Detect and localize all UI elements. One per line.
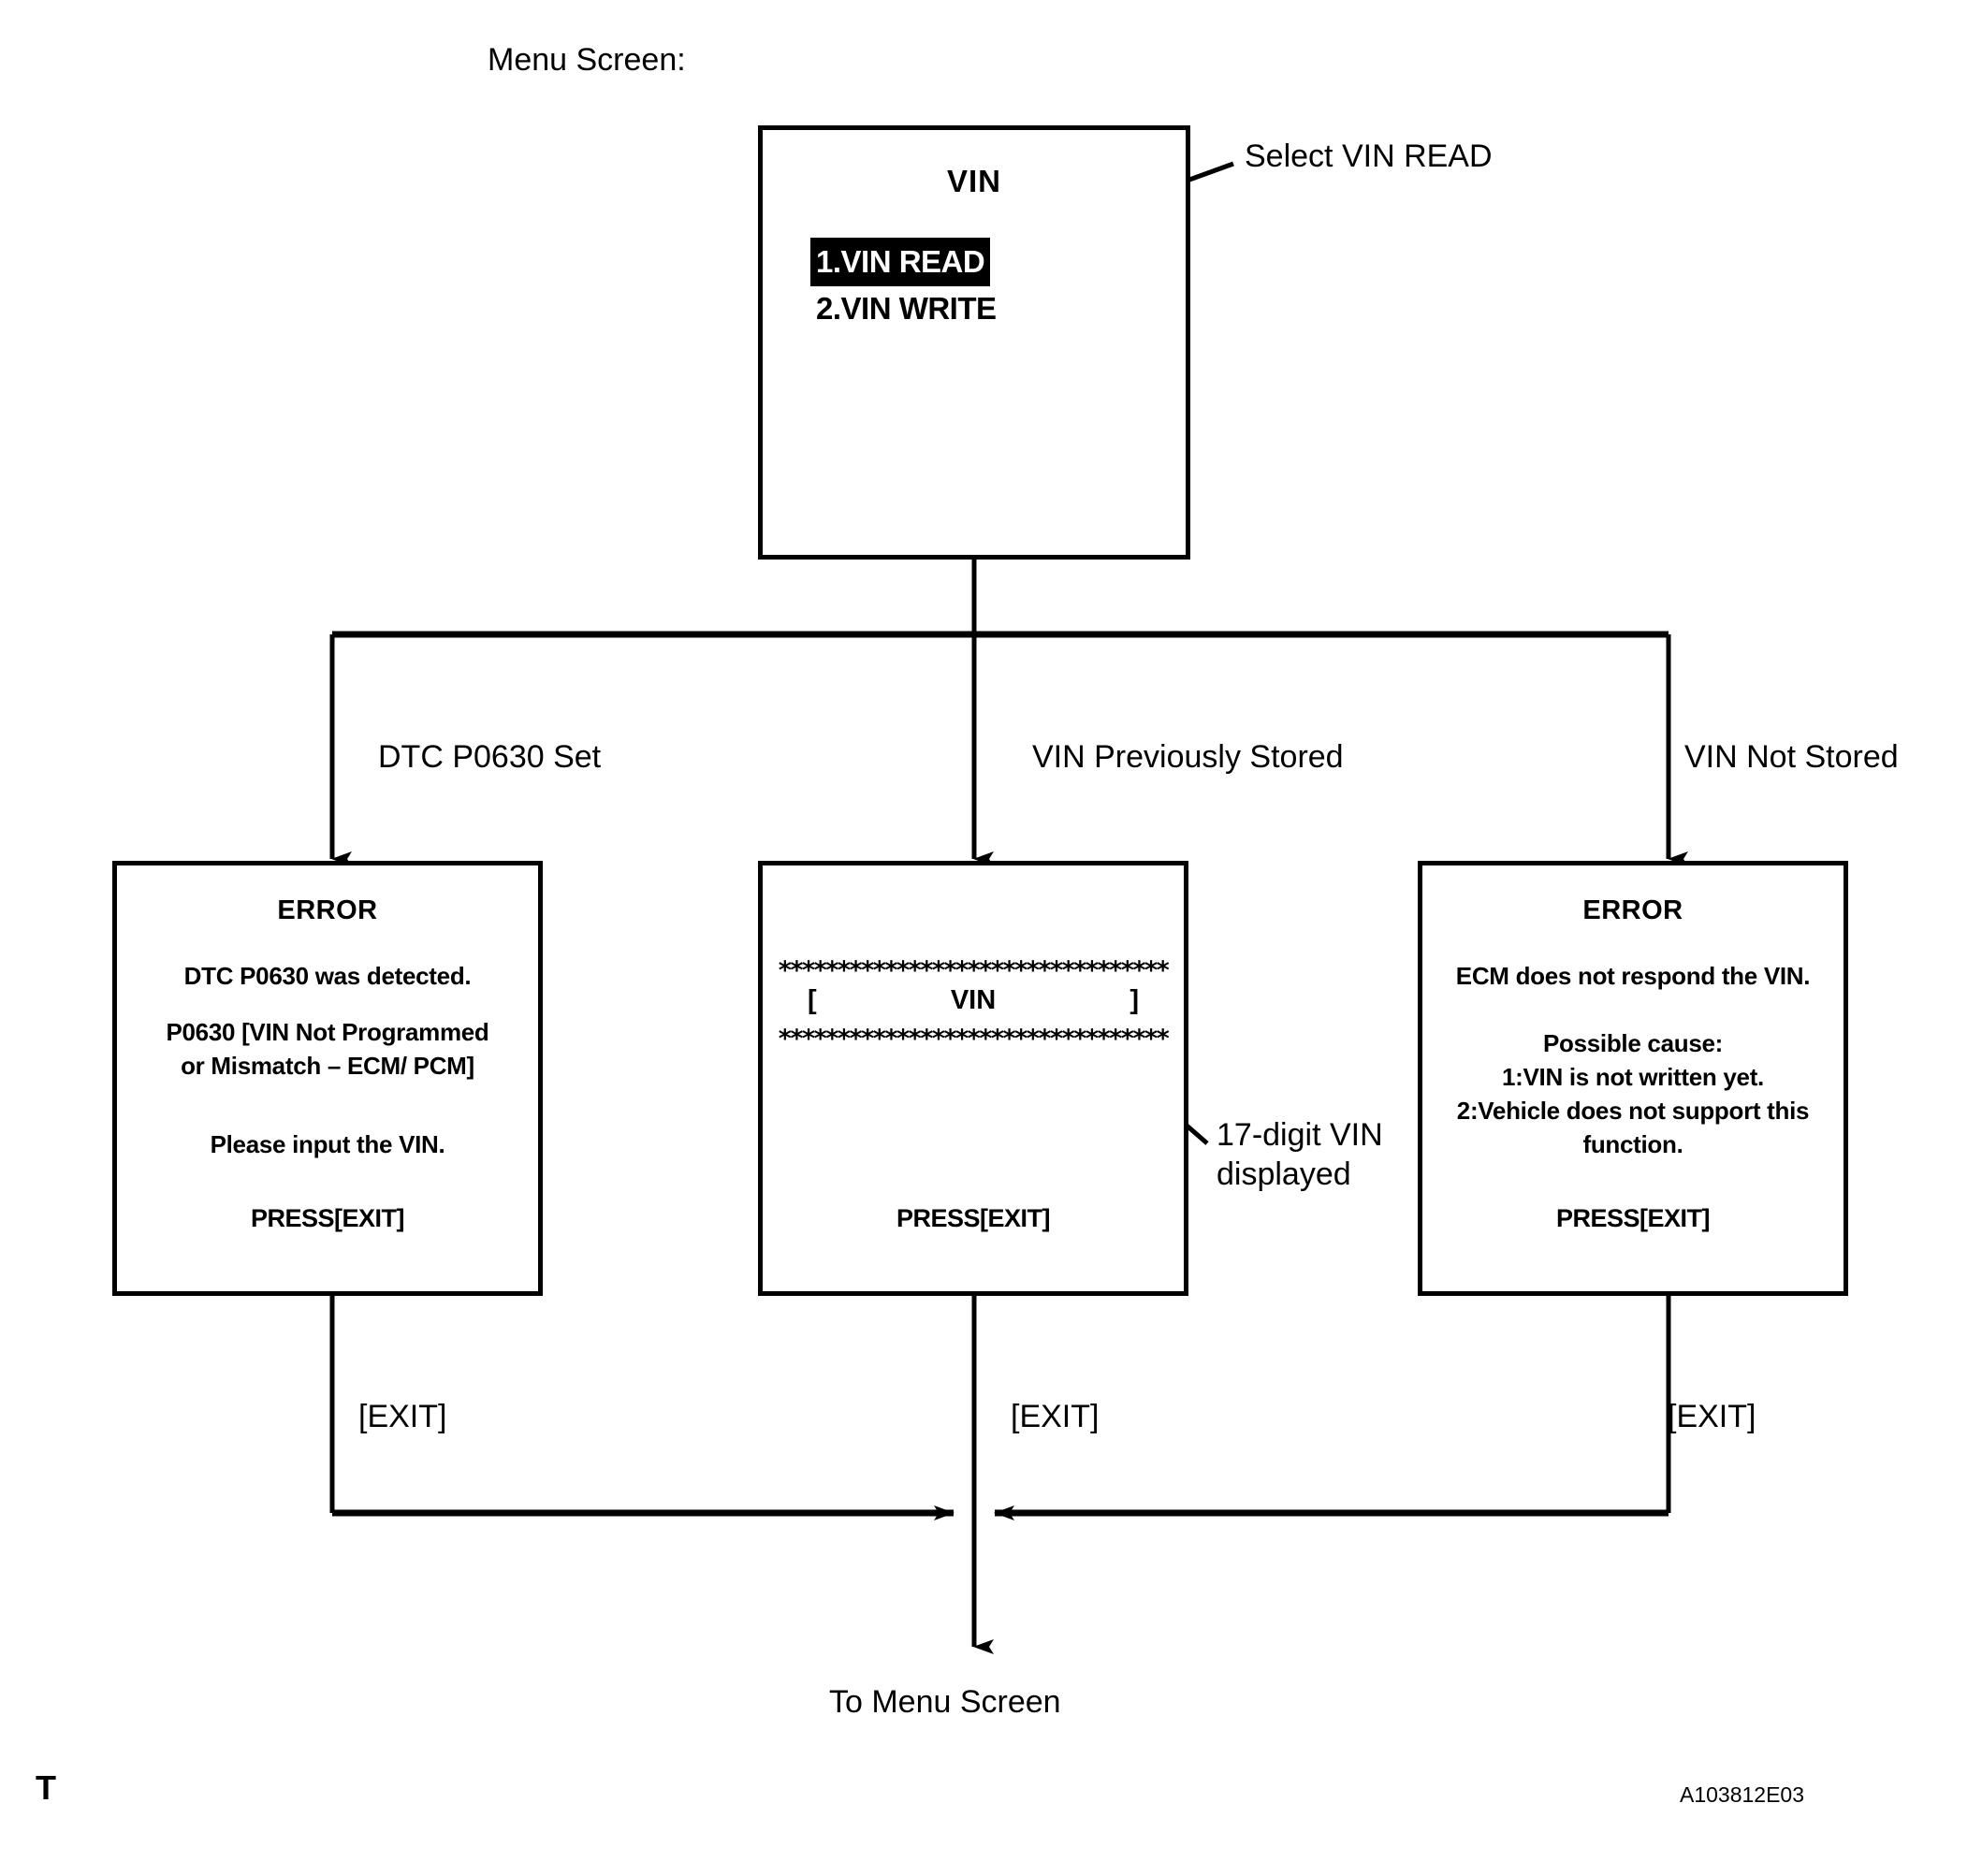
left-screen-title: ERROR <box>277 895 378 925</box>
right-screen-title: ERROR <box>1582 895 1683 925</box>
menu-screen-caption: Menu Screen: <box>488 42 686 78</box>
left-screen-line-2: P0630 [VIN Not Programmed <box>166 1018 489 1046</box>
right-screen-press-exit: PRESS[EXIT] <box>1555 1204 1711 1232</box>
vin-bracket-left: [ <box>808 985 817 1015</box>
vin-stars-top: ********************************* <box>778 956 1170 985</box>
right-screen-line-5: function. <box>1582 1130 1683 1158</box>
figure-id-label: A103812E03 <box>1680 1782 1805 1807</box>
menu-screen-box: VIN 1.VIN READ 2.VIN WRITE <box>758 125 1190 560</box>
flow-end-label: To Menu Screen <box>829 1684 1061 1720</box>
branch-label-vin-not-stored: VIN Not Stored <box>1684 739 1899 775</box>
vin-value-row: [ VIN ] <box>808 985 1139 1016</box>
vin-bracket-right: ] <box>1129 985 1139 1015</box>
exit-label-right: [EXIT] <box>1668 1399 1756 1434</box>
left-screen-line-3: or Mismatch – ECM/ PCM] <box>181 1052 474 1080</box>
right-screen-line-4: 2:Vehicle does not support this <box>1456 1097 1810 1125</box>
vin-display-screen-box: ********************************* [ VIN … <box>758 861 1188 1296</box>
callout-select-vin-read: Select VIN READ <box>1245 138 1493 174</box>
menu-item-vin-read[interactable]: 1.VIN READ <box>810 238 991 286</box>
branch-label-vin-stored: VIN Previously Stored <box>1032 739 1344 775</box>
right-screen-line-3: 1:VIN is not written yet. <box>1502 1063 1764 1091</box>
left-screen-line-4: Please input the VIN. <box>210 1130 445 1158</box>
menu-item-list: 1.VIN READ 2.VIN WRITE <box>763 238 1186 330</box>
exit-label-left: [EXIT] <box>358 1399 447 1434</box>
menu-item-vin-write[interactable]: 2.VIN WRITE <box>816 291 997 326</box>
left-screen-press-exit: PRESS[EXIT] <box>250 1204 405 1232</box>
left-error-screen-box: ERROR DTC P0630 was detected. P0630 [VIN… <box>112 861 543 1296</box>
vin-screen-press-exit: PRESS[EXIT] <box>896 1204 1051 1232</box>
vin-value: VIN <box>950 985 997 1015</box>
right-screen-line-1: ECM does not respond the VIN. <box>1455 962 1811 990</box>
right-error-screen-box: ERROR ECM does not respond the VIN. Poss… <box>1418 861 1848 1296</box>
branch-label-dtc-set: DTC P0630 Set <box>378 739 602 775</box>
exit-label-middle: [EXIT] <box>1011 1399 1100 1434</box>
vin-stars-bottom: ********************************* <box>778 1025 1170 1054</box>
left-screen-line-1: DTC P0630 was detected. <box>183 962 472 990</box>
right-screen-line-2: Possible cause: <box>1542 1029 1724 1057</box>
menu-screen-title: VIN <box>946 164 1001 198</box>
corner-marker: T <box>36 1768 56 1807</box>
callout-17-digit-vin: 17-digit VIN displayed <box>1217 1117 1383 1192</box>
